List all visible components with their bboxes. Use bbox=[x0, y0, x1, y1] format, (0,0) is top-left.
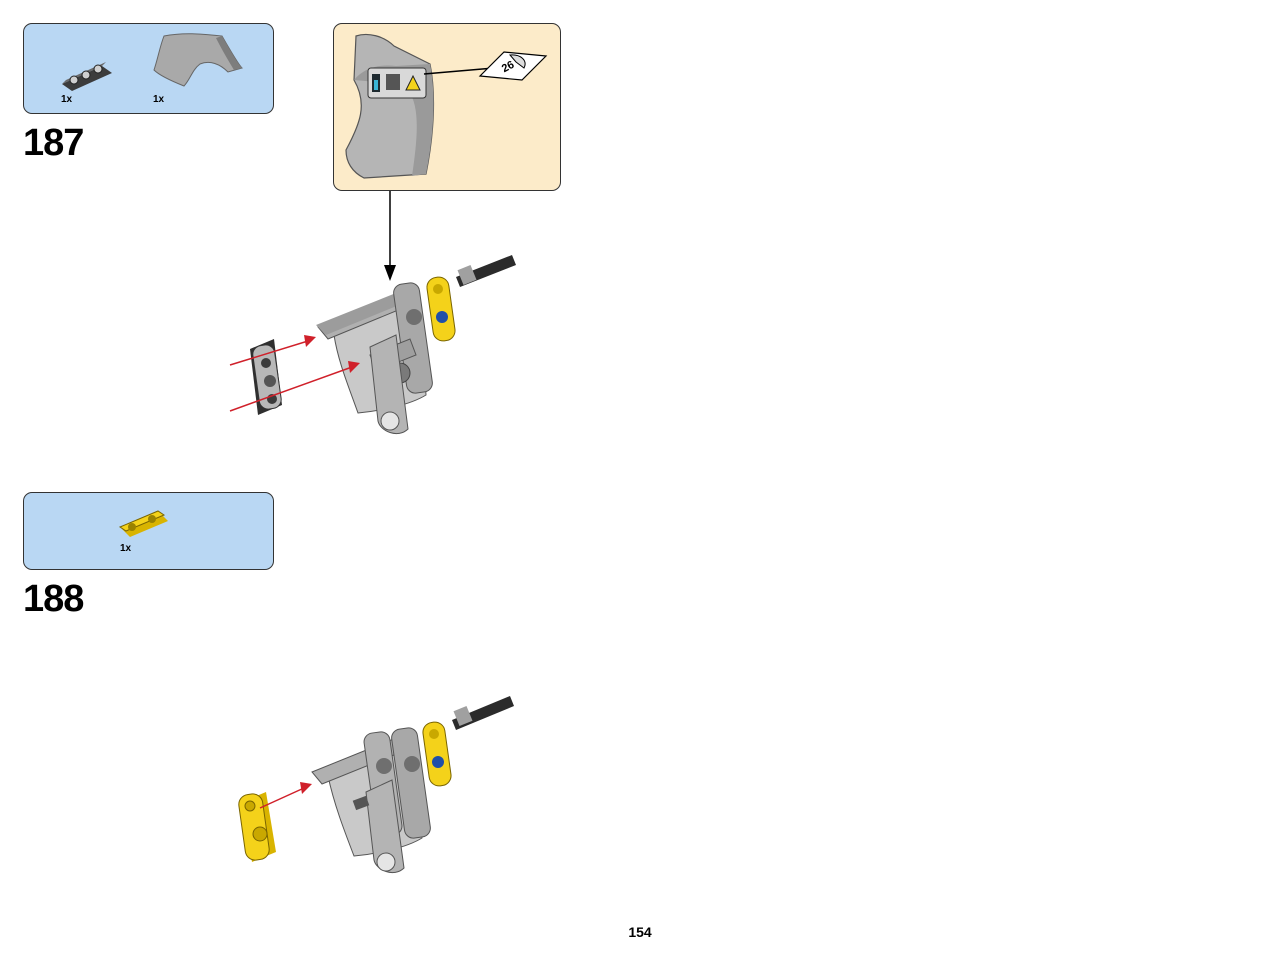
assembly-illustration-step-188 bbox=[238, 696, 514, 873]
yellow-connector-icon bbox=[118, 510, 168, 537]
curved-panel-icon bbox=[153, 33, 243, 87]
part-quantity: 1x bbox=[153, 94, 165, 105]
panel-with-sticker-icon bbox=[345, 33, 435, 179]
dark-connector-icon bbox=[250, 339, 282, 415]
sticker-sheet-icon bbox=[478, 51, 548, 81]
part-quantity: 1x bbox=[61, 94, 73, 105]
yellow-connector-icon bbox=[426, 276, 456, 342]
down-arrow-icon bbox=[384, 191, 396, 281]
yellow-connector-icon bbox=[422, 721, 452, 787]
connector-beam-icon bbox=[62, 62, 112, 91]
axle-icon bbox=[452, 696, 514, 730]
axle-icon bbox=[456, 255, 516, 287]
assembly-illustration-step-187 bbox=[229, 191, 516, 434]
insert-arrow-icon bbox=[259, 782, 312, 809]
part-quantity: 1x bbox=[120, 543, 132, 554]
insert-arrow-icon bbox=[229, 335, 360, 412]
page-number: 154 bbox=[628, 924, 652, 940]
step-number: 188 bbox=[23, 578, 84, 620]
subassembly-callout: 26 bbox=[333, 23, 561, 191]
parts-list-step-188: 1x bbox=[23, 492, 274, 570]
step-number: 187 bbox=[23, 122, 84, 164]
parts-list-step-187: 1x 1x bbox=[23, 23, 274, 114]
gray-frame-icon bbox=[316, 282, 433, 434]
gray-frame-icon bbox=[311, 727, 431, 873]
yellow-connector-insert-icon bbox=[238, 792, 276, 862]
